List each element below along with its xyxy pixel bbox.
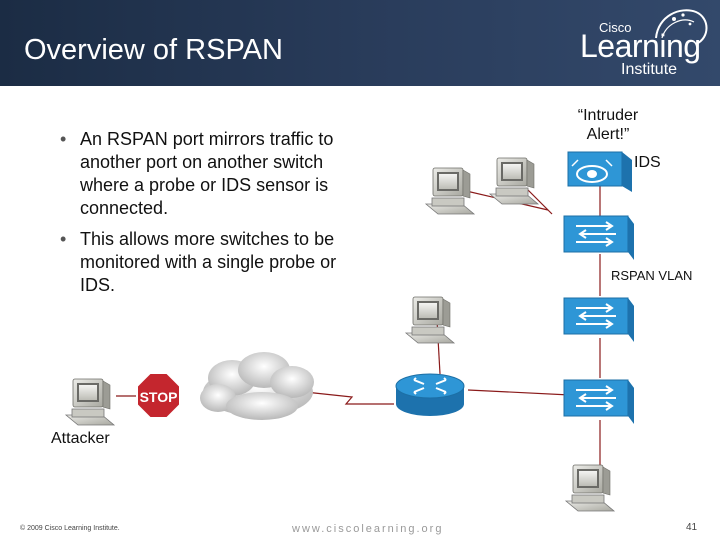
bullet-item: • This allows more switches to be monitor… [58,228,358,297]
bullet-text: An RSPAN port mirrors traffic to another… [80,129,334,218]
ids-sensor-icon [567,151,632,192]
slide-title: Overview of RSPAN [24,34,283,66]
ids-label: IDS [634,154,661,171]
link-router-switch [467,389,571,396]
link-cloud-router [304,391,394,405]
bullet-text: This allows more switches to be monitore… [80,229,337,295]
bullet-dot-icon: • [60,129,67,149]
bullet-dot-icon: • [60,229,67,249]
bullet-list: • An RSPAN port mirrors traffic to anothe… [58,128,358,305]
switch-icon [563,379,635,425]
link-pc-b [525,187,553,215]
attacker-pc-icon [65,378,115,426]
internet-cloud-icon [200,352,314,420]
stop-sign-text: STOP [140,389,178,405]
intruder-alert-label: “Intruder Alert!” [577,107,639,143]
footer-url: www.ciscolearning.org [292,523,444,535]
pc-icon [489,157,539,205]
logo-cisco-text: Cisco [599,20,632,35]
bullet-item: • An RSPAN port mirrors traffic to anothe… [58,128,358,220]
footer-copyright: © 2009 Cisco Learning Institute. [20,525,120,532]
cisco-learning-institute-logo: Cisco Learning Institute [578,4,718,82]
router-icon [395,373,465,416]
pc-icon [565,464,615,512]
pc-icon [425,167,475,215]
logo-swirl-icon [655,9,708,45]
stop-sign-icon: STOP [136,372,181,419]
page-number: 41 [686,522,698,533]
network-links [116,186,601,466]
logo-institute-text: Institute [621,61,678,78]
attacker-label: Attacker [51,430,110,447]
logo-learning-text: Learning [580,28,701,64]
switch-icon [563,215,635,261]
rspan-vlan-label: RSPAN VLAN [611,268,693,283]
pc-icon [405,296,455,344]
slide-header: Overview of RSPAN Cisco Learning Institu… [0,0,720,86]
switch-icon [563,297,635,343]
